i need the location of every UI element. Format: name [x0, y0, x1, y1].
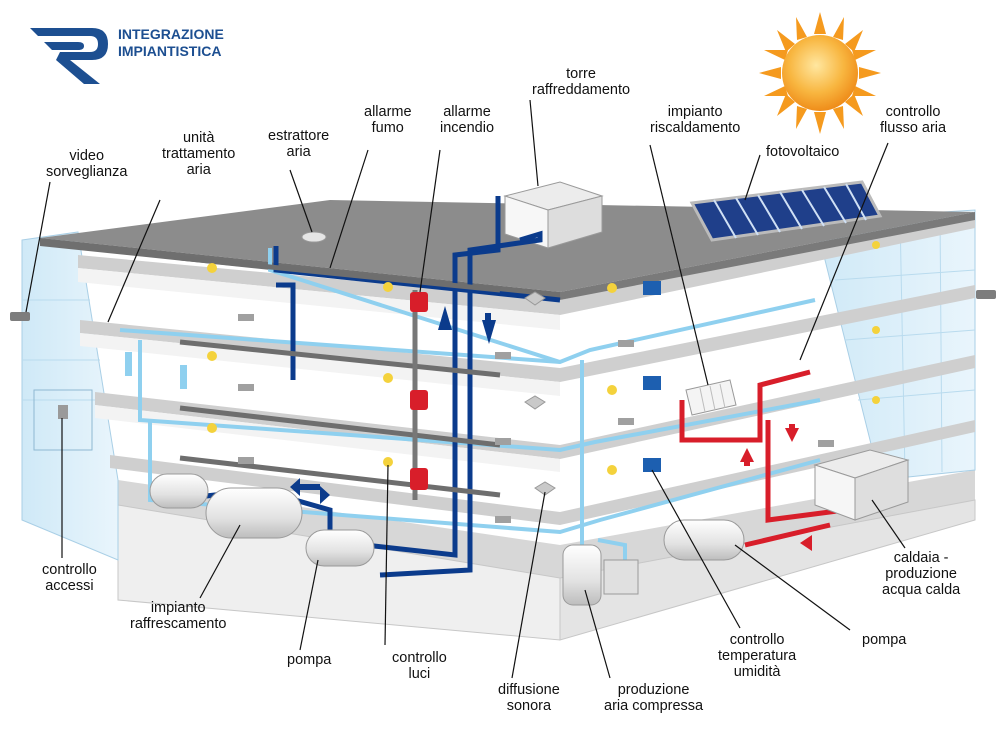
access-control-icon	[58, 405, 68, 419]
label-pompa-right: pompa	[862, 632, 907, 648]
label-fotovoltaico: fotovoltaico	[766, 144, 840, 160]
compressed-air-tank-icon	[562, 544, 639, 606]
brand-logo-icon	[30, 28, 108, 84]
air-vent-icons	[238, 314, 834, 523]
heating-pipes	[679, 369, 846, 548]
air-ducts	[119, 248, 821, 560]
sun-icon	[759, 12, 881, 134]
callout-lines	[25, 99, 906, 679]
brand-line-2: IMPIANTISTICA	[118, 43, 222, 59]
light-bulb-icons	[207, 241, 880, 475]
brand-logo-text: INTEGRAZIONE IMPIANTISTICA	[118, 26, 224, 60]
air-extractor-icon	[301, 231, 327, 243]
thermostat-icons	[643, 281, 661, 472]
label-pompa-left: pompa	[287, 652, 332, 668]
speaker-icons	[524, 291, 556, 496]
boiler-icon	[813, 449, 910, 521]
brand-line-1: INTEGRAZIONE	[118, 26, 224, 42]
heating-unit-icon	[685, 379, 737, 416]
camera-icons	[10, 290, 996, 321]
floor-slabs	[78, 215, 975, 525]
solar-panels-icon	[689, 180, 883, 242]
service-rails	[179, 255, 501, 498]
cooling-plant-tanks	[149, 473, 745, 567]
fire-alarm-icons	[410, 292, 428, 490]
